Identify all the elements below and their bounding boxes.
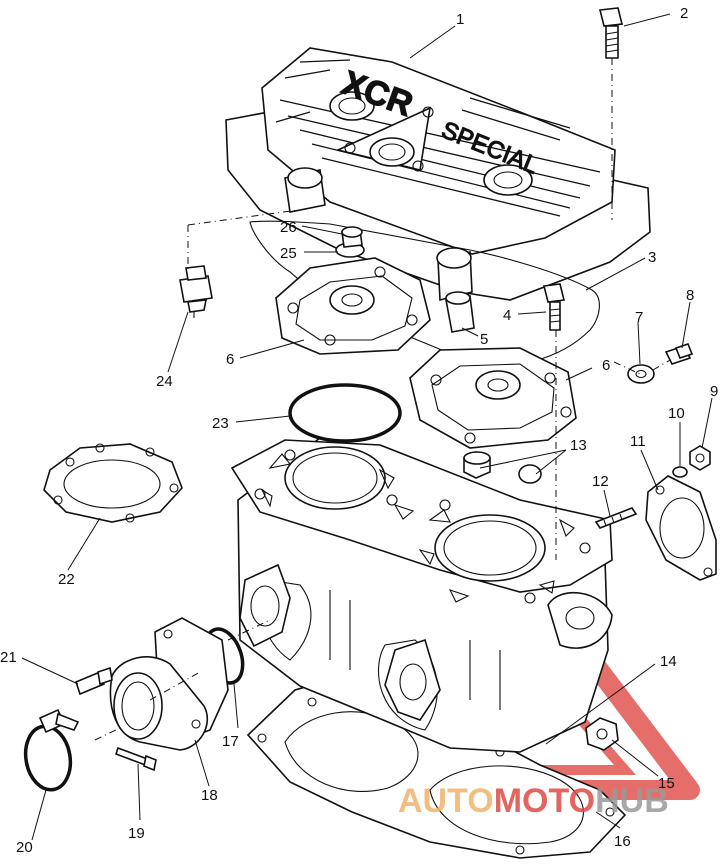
screw-19 [114, 746, 157, 772]
cylinder-head-cover: XCR SPECIAL [225, 47, 651, 302]
nut-9 [689, 445, 711, 471]
callout-23: 23 [212, 415, 229, 432]
callout-20: 20 [16, 839, 33, 856]
washer-10 [672, 466, 688, 478]
callout-11: 11 [630, 433, 646, 450]
callout-13: 13 [570, 437, 587, 454]
callout-17: 17 [222, 733, 239, 750]
callout-22: 22 [58, 571, 75, 588]
cylinder-block [230, 437, 613, 753]
bolt-top [599, 7, 623, 59]
callout-8: 8 [686, 287, 694, 304]
o-ring [288, 383, 402, 443]
plug-screw-8 [664, 343, 694, 365]
callout-18: 18 [201, 787, 218, 804]
watermark-moto: MOTO [494, 782, 595, 820]
callout-26: 26 [280, 219, 297, 236]
callout-25: 25 [280, 245, 297, 262]
watermark-hub: HUB [595, 782, 669, 820]
intake-gasket-22 [43, 443, 183, 523]
screw-21 [75, 666, 113, 696]
bolt-4 [543, 283, 565, 331]
callout-6-right: 6 [602, 357, 610, 374]
plug [463, 451, 542, 484]
watermark-auto: AUTO [398, 782, 494, 820]
temperature-sensor [179, 265, 213, 318]
water-cover-right [409, 347, 577, 449]
stud-12 [594, 507, 638, 529]
callout-24: 24 [156, 373, 173, 390]
callout-19: 19 [128, 825, 145, 842]
bushing-5 [445, 291, 475, 333]
callout-9: 9 [710, 383, 718, 400]
callout-12: 12 [592, 473, 609, 490]
callout-1: 1 [456, 11, 464, 28]
callout-2: 2 [680, 5, 688, 22]
washer-7 [627, 364, 655, 384]
alignment-lines [94, 58, 671, 741]
watermark-text: AUTOMOTOHUB [398, 782, 669, 820]
callout-7: 7 [635, 309, 643, 326]
callout-14: 14 [660, 653, 677, 670]
callout-16: 16 [614, 833, 631, 850]
callout-numbers: 1 2 3 4 5 6 6 7 8 9 10 11 12 13 14 15 16… [0, 5, 718, 856]
callout-5: 5 [480, 331, 488, 348]
intake-manifold [109, 617, 229, 751]
hose-clamp [23, 708, 80, 792]
callout-15: 15 [658, 775, 675, 792]
water-cover-left [275, 257, 431, 355]
callout-6-left: 6 [226, 351, 234, 368]
exhaust-gasket-11 [645, 475, 717, 581]
callout-10: 10 [668, 405, 685, 422]
leader-lines [21, 13, 713, 841]
nut-15 [585, 717, 619, 751]
bushing-26 [341, 226, 363, 248]
callout-4: 4 [503, 307, 511, 324]
callout-21: 21 [0, 649, 17, 666]
callout-3: 3 [648, 249, 656, 266]
